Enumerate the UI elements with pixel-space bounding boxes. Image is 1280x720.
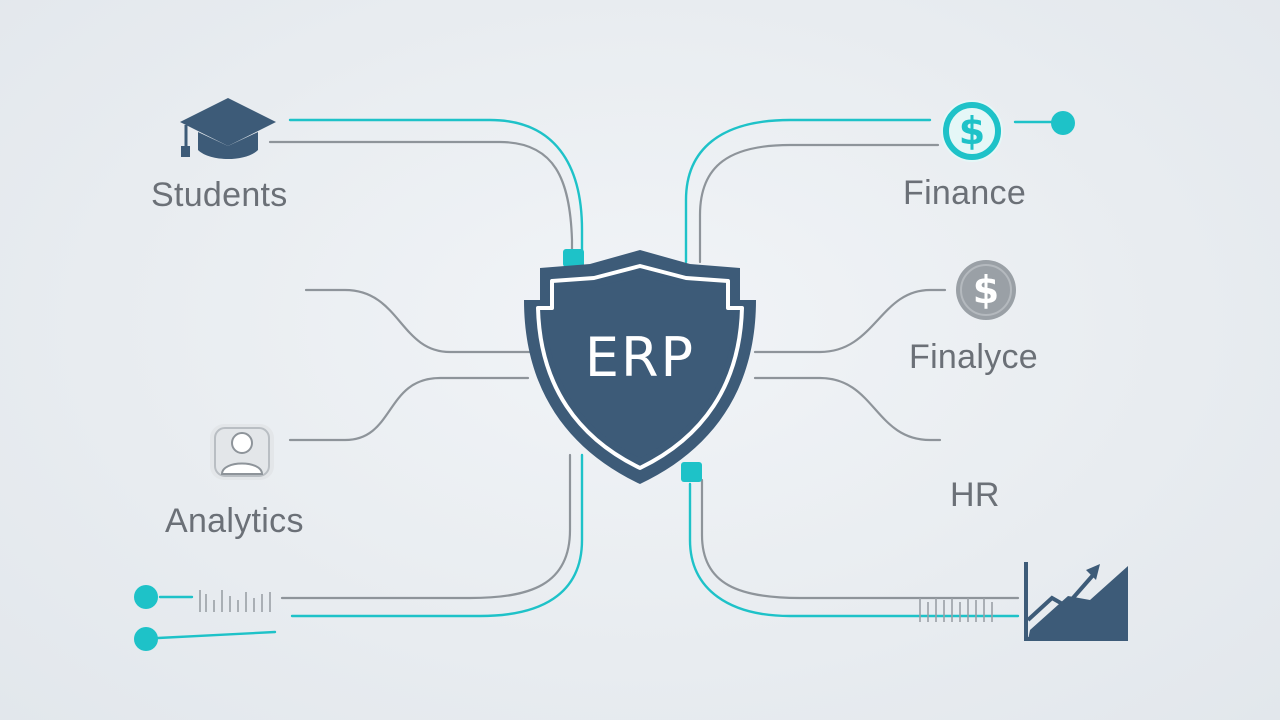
hr-label: HR: [950, 476, 1000, 514]
finalyce-label: Finalyce: [909, 338, 1039, 376]
dollar-glyph-finance: $: [958, 109, 986, 153]
finance-label: Finance: [903, 174, 1027, 212]
analytics-label: Analytics: [165, 502, 304, 540]
user-avatar-icon: [210, 424, 274, 480]
connector-node-bottom: [681, 462, 702, 482]
dollar-glyph-finalyce: $: [972, 268, 1000, 312]
erp-shield: [524, 250, 756, 484]
connector-bottom-left: [280, 453, 572, 600]
connector-analytics: [288, 376, 530, 442]
connector-node-top: [563, 249, 584, 267]
endpoint-dot-left-lower: [134, 627, 158, 651]
connector-finalyce: [753, 288, 947, 354]
connector-hr: [753, 376, 942, 442]
graduation-cap-icon: [180, 98, 276, 159]
connector-left-upper: [304, 288, 532, 354]
endpoint-dot-finance: [1051, 111, 1075, 135]
teal-connector-bottom-right: [688, 482, 1020, 618]
endpoint-dot-left-upper: [134, 585, 158, 609]
erp-center-label: ERP: [584, 326, 696, 389]
dollar-circle-icon-finance: [941, 100, 1003, 162]
dollar-circle-icon-finalyce: [956, 260, 1016, 320]
tick-marks-right: [919, 598, 993, 622]
connector-students: [268, 140, 574, 260]
teal-connector-finance: [684, 118, 932, 264]
growth-chart-icon: [1024, 562, 1128, 641]
teal-connector-students: [288, 118, 584, 260]
students-label: Students: [151, 176, 288, 214]
tick-marks-left: [199, 590, 271, 612]
connector-finance: [698, 143, 940, 264]
teal-connector-dot-lower-left: [156, 630, 277, 640]
teal-connector-bottom-left: [290, 453, 584, 618]
connector-bottom-right: [700, 478, 1020, 600]
